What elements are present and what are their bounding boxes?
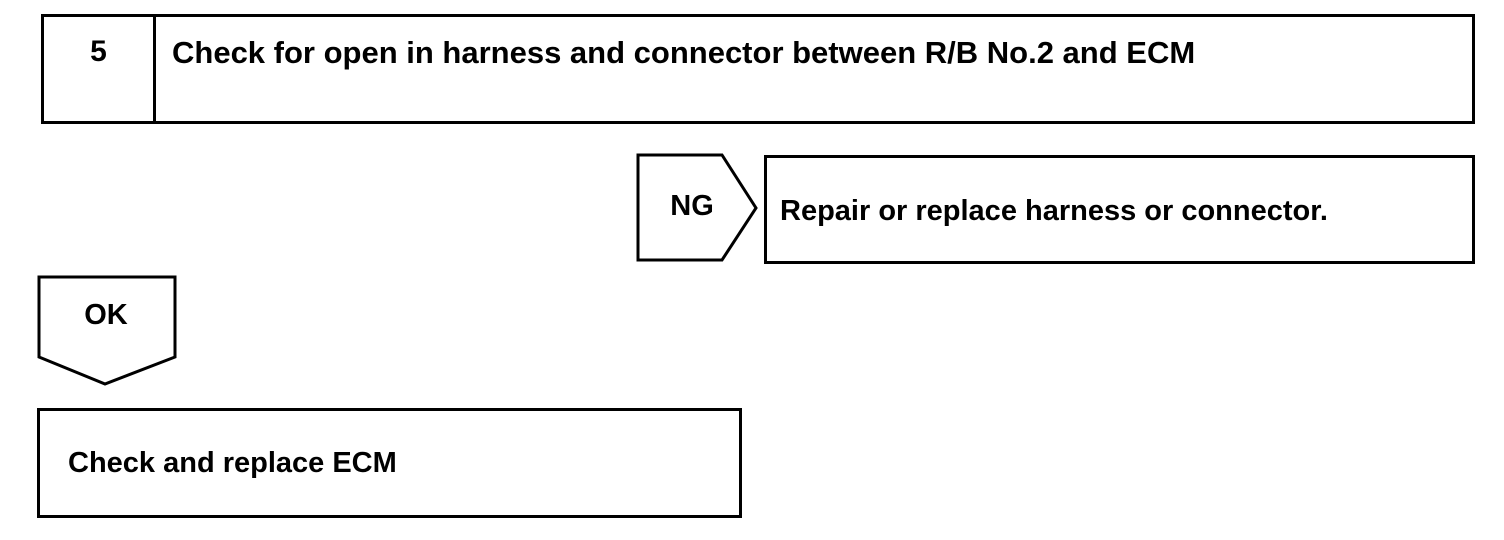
ok-result-box: Check and replace ECM	[37, 408, 742, 518]
ng-arrow-shape	[636, 153, 758, 262]
ng-result-text: Repair or replace harness or connector.	[780, 195, 1328, 227]
ng-result-box: Repair or replace harness or connector.	[764, 155, 1475, 264]
step-box: 5 Check for open in harness and connecto…	[41, 14, 1475, 124]
ok-result-text: Check and replace ECM	[68, 447, 397, 479]
step-title: Check for open in harness and connector …	[172, 35, 1196, 70]
ok-arrow-shape	[37, 275, 177, 386]
ok-label: OK	[84, 299, 128, 331]
step-number: 5	[44, 17, 156, 121]
ng-label: NG	[670, 190, 714, 222]
